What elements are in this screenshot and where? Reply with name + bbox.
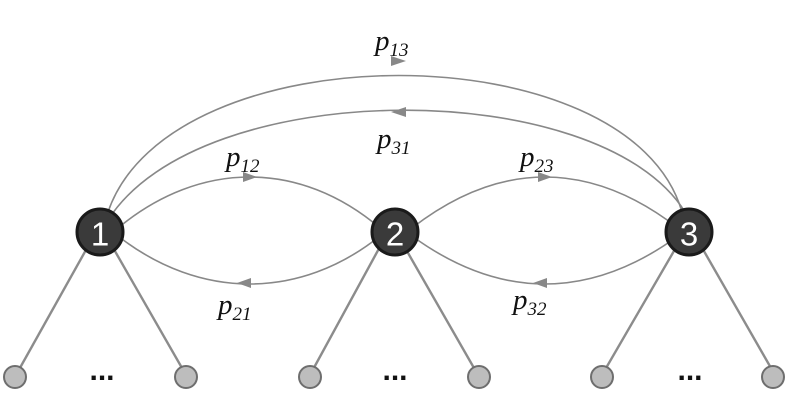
arrow-3-2 [533, 278, 547, 288]
leaf-node [467, 365, 491, 389]
arrow-1-2 [243, 172, 257, 182]
arrow-2-1 [237, 278, 251, 288]
edge-labels: p13 p31 p12 p21 p23 p32 [216, 25, 554, 325]
label-p12: p12 [224, 141, 260, 177]
node-2: 2 [370, 207, 420, 257]
node-3: 3 [664, 207, 714, 257]
node-3-label: 3 [680, 216, 698, 253]
edge-1-2 [117, 176, 381, 229]
leaf-nodes [3, 365, 785, 389]
edge-3-2 [411, 235, 679, 285]
branch-3-right [691, 231, 777, 376]
leaf-node [3, 365, 27, 389]
edge-1-3 [107, 74, 683, 213]
edge-2-1 [117, 235, 381, 285]
node-2-circle [370, 207, 420, 257]
leaf-node [761, 365, 785, 389]
label-p32: p32 [511, 284, 547, 320]
leaf-node [590, 365, 614, 389]
arrow-3-1 [391, 107, 406, 117]
label-p13: p13 [373, 25, 409, 61]
arrowheads [237, 56, 552, 288]
ellipsis-3: ... [677, 354, 702, 387]
edge-2-3 [411, 176, 679, 229]
ellipses: ... ... ... [89, 354, 702, 387]
branch-1-right [102, 231, 188, 376]
node-2-label: 2 [386, 216, 404, 253]
arrow-1-3 [391, 56, 406, 66]
ellipsis-2: ... [382, 354, 407, 387]
branches [14, 231, 777, 376]
arrow-2-3 [538, 172, 552, 182]
node-3-circle [664, 207, 714, 257]
node-1-label: 1 [91, 216, 109, 253]
branch-3-left [600, 231, 687, 376]
ellipsis-1: ... [89, 354, 114, 387]
branch-2-left [308, 231, 390, 376]
branch-2-right [394, 231, 480, 376]
label-p21: p21 [216, 289, 252, 325]
node-1: 1 [75, 207, 125, 257]
node-1-circle [75, 207, 125, 257]
label-p23: p23 [518, 141, 554, 177]
leaf-node [298, 365, 322, 389]
branch-1-left [14, 231, 98, 376]
label-p31: p31 [375, 123, 411, 159]
edge-3-1 [107, 109, 686, 221]
leaf-node [174, 365, 198, 389]
